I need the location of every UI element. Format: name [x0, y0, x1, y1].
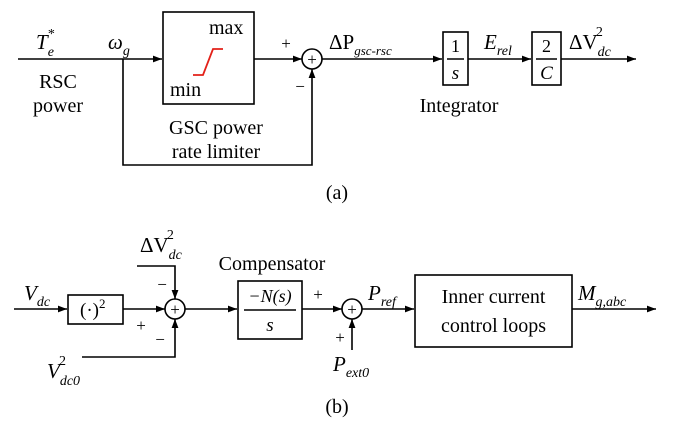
- a-integrator-den: s: [452, 63, 459, 84]
- a-integrator-label: Integrator: [420, 95, 499, 117]
- a-sum-symbol: +: [307, 50, 317, 69]
- b-sum1-top-sign: −: [157, 275, 167, 294]
- b-sum1-left-sign: +: [136, 316, 146, 335]
- a-rsc-label-1: RSC: [39, 71, 77, 93]
- b-sum2-symbol: +: [347, 300, 357, 319]
- diagram-b: Vdc (·)2 + − + − ΔVdc2 Vdc02 Compensator…: [14, 228, 656, 418]
- a-rsc-label-2: power: [33, 95, 83, 117]
- a-rate-limiter-block: [162, 11, 255, 105]
- a-limiter-curve: [193, 48, 223, 76]
- b-sum2-bottom-sign: +: [335, 328, 345, 347]
- b-inner-current-block: [414, 274, 573, 348]
- a-limiter-max: max: [209, 17, 243, 39]
- diagram-a: Te* ωg RSC power max min GSC power rate …: [18, 11, 636, 204]
- a-sum-minus: −: [295, 77, 305, 96]
- a-input-torque: Te*: [36, 27, 55, 60]
- b-compensator-num: −N(s): [248, 286, 291, 307]
- b-sum2-left-sign: +: [313, 285, 323, 304]
- b-delta-vdc-label: ΔVdc2: [140, 228, 183, 263]
- a-limiter-label-1: GSC power: [169, 117, 263, 139]
- a-e-rel: Erel: [483, 30, 512, 59]
- a-sum-plus: +: [281, 34, 291, 53]
- a-caption: (a): [326, 182, 348, 204]
- b-caption: (b): [325, 396, 348, 418]
- a-output-label: ΔVdc2: [569, 25, 612, 60]
- b-sum1-bottom-sign: −: [155, 330, 165, 349]
- b-compensator-label: Compensator: [219, 253, 326, 275]
- a-limiter-min: min: [170, 79, 201, 101]
- b-vdc0-line: [82, 319, 179, 358]
- b-output-label: Mg,abc: [577, 281, 627, 310]
- b-compensator-den: s: [266, 315, 273, 336]
- a-delta-p: ΔPgsc-rsc: [329, 30, 392, 58]
- a-limiter-label-2: rate limiter: [172, 141, 261, 163]
- a-feedback-path: [122, 59, 316, 166]
- b-inner-label-1: Inner current: [442, 286, 546, 308]
- b-input-vdc: Vdc: [24, 281, 51, 310]
- b-square-text: (·)2: [80, 296, 105, 321]
- b-inner-label-2: control loops: [441, 315, 546, 337]
- a-input-speed: ωg: [108, 30, 130, 59]
- b-vdc0-label: Vdc02: [47, 354, 80, 389]
- a-gain-den: C: [540, 63, 553, 84]
- b-pext0-label: Pext0: [332, 352, 369, 381]
- b-delta-vdc-line: [137, 265, 179, 299]
- b-pref-label: Pref: [367, 281, 398, 310]
- b-sum1-symbol: +: [170, 300, 180, 319]
- b-square-block: [67, 294, 124, 325]
- a-gain-num: 2: [542, 36, 551, 56]
- a-integrator-num: 1: [451, 36, 460, 56]
